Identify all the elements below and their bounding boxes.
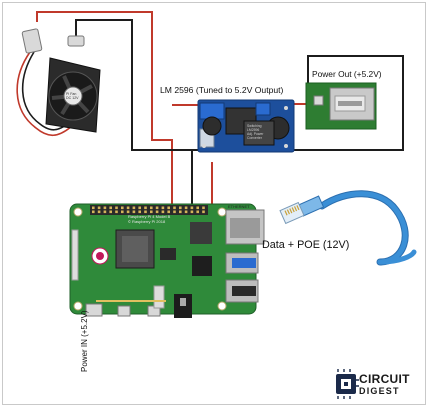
- circuit-digest-logo: CIRCUIT DIGEST: [332, 370, 422, 400]
- gpio-pin: [103, 210, 107, 214]
- converter-chip-text-3: Adj. Power: [247, 132, 264, 136]
- gpio-pin: [190, 206, 194, 210]
- gpio-pin: [144, 206, 147, 210]
- logo-text-digest: DIGEST: [359, 386, 400, 396]
- pi-silk-line-2: © Raspberry Pi 2018: [128, 219, 166, 224]
- label-power-out: Power Out (+5.2V): [312, 69, 382, 79]
- gpio-pin: [179, 206, 182, 210]
- converter-chip-text-4: Converter: [247, 136, 263, 140]
- label-power-in: Power IN (+5.2V): [80, 310, 89, 372]
- gpio-pin: [190, 210, 194, 214]
- gpio-pin: [121, 210, 124, 214]
- rj45-contact: [289, 208, 293, 214]
- circuit-digest-logo-icon: [336, 369, 359, 399]
- gpio-pin: [103, 206, 107, 210]
- gpio-pin: [179, 210, 182, 214]
- gpio-pin: [161, 210, 165, 214]
- rj45-contact: [284, 210, 288, 216]
- gpio-pin: [138, 210, 141, 214]
- gpio-pin: [115, 206, 118, 210]
- gpio-pin: [173, 210, 176, 214]
- gpio-pin: [121, 206, 124, 210]
- gpio-pin: [138, 206, 141, 210]
- gpio-pin: [167, 210, 170, 214]
- gpio-pin: [150, 206, 153, 210]
- gpio-pin: [202, 206, 205, 210]
- black-wire-power-out: [292, 55, 404, 151]
- gpio-pin: [144, 210, 147, 214]
- gpio-pin: [109, 206, 112, 210]
- gpio-pin: [196, 206, 199, 210]
- gpio-pin: [132, 206, 136, 210]
- gpio-pin: [150, 210, 153, 214]
- logo-text-circuit: CIRCUIT: [359, 372, 410, 386]
- fan: [16, 28, 101, 137]
- pi-silk-line-1: Raspberry Pi 4 Model B: [128, 214, 171, 219]
- gpio-pin: [161, 206, 165, 210]
- gpio-pin: [97, 206, 101, 210]
- gpio-pin: [173, 206, 176, 210]
- gpio-pin: [202, 210, 205, 214]
- gpio-pin: [167, 206, 170, 210]
- rj45-contact: [296, 205, 300, 211]
- label-data-poe: Data + POE (12V): [262, 239, 350, 251]
- fan-text-1: Pi Fan: [66, 92, 76, 96]
- fan-text-2: DC 12V: [66, 96, 79, 100]
- gpio-pin: [126, 206, 130, 210]
- gpio-pin: [97, 210, 101, 214]
- gpio-pin: [155, 206, 159, 210]
- gpio-pin: [132, 210, 136, 214]
- gpio-pin: [92, 206, 95, 210]
- gpio-pin: [115, 210, 118, 214]
- raspberry-pi-board: [69, 203, 265, 318]
- lm2596-converter: [197, 99, 295, 153]
- rj45-contact: [291, 207, 295, 213]
- rj45-contact: [293, 206, 298, 212]
- ethernet-cable: [279, 190, 417, 266]
- gpio-pin: [92, 210, 95, 214]
- gpio-pin: [196, 210, 199, 214]
- gpio-pin: [126, 210, 130, 214]
- gpio-pin: [109, 210, 112, 214]
- gpio-pin: [155, 210, 159, 214]
- label-lm2596: LM 2596 (Tuned to 5.2V Output): [160, 85, 284, 95]
- rj45-contact: [286, 209, 290, 215]
- gpio-pin: [184, 210, 188, 214]
- diagram-border: [2, 2, 426, 405]
- converter-chip-text-1: Switching: [247, 124, 262, 128]
- converter-chip-text-2: LM2596: [247, 128, 259, 132]
- gpio-pin: [184, 206, 188, 210]
- power-out-board: [305, 82, 377, 130]
- pi-ethernet-label: ETHERNET: [228, 204, 250, 209]
